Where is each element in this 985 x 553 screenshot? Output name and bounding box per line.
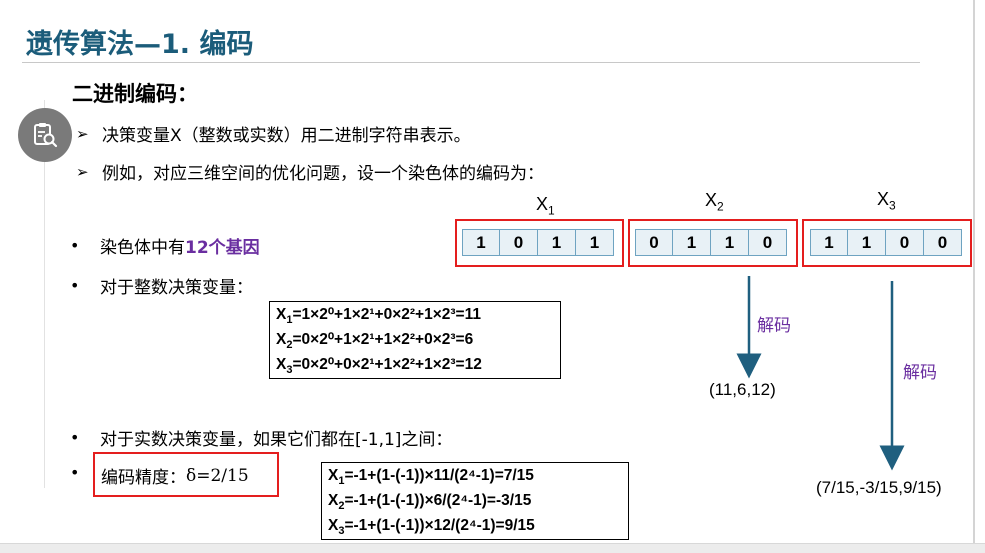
gene-cell: 1 bbox=[673, 229, 711, 256]
integer-formula-box: X1=1×2⁰+1×2¹+0×2²+1×2³=11 X2=0×2⁰+1×2¹+1… bbox=[269, 301, 561, 379]
chromosome-label-3: X3 bbox=[877, 189, 896, 213]
chromosome-label-1: X1 bbox=[536, 194, 555, 218]
chromosome-box-2 bbox=[628, 219, 798, 267]
bullet-dot: • bbox=[70, 463, 80, 482]
gene-cell: 0 bbox=[635, 229, 673, 256]
arrow-bullet-2: ➢ 例如，对应三维空间的优化问题，设一个染色体的编码为： bbox=[76, 159, 544, 185]
gene-row-3: 1 1 0 0 bbox=[810, 229, 962, 256]
genes-prefix: 染色体中有 bbox=[100, 238, 185, 258]
gene-cell: 1 bbox=[848, 229, 886, 256]
gene-cell: 1 bbox=[576, 229, 614, 256]
bullet-real-text: 对于实数决策变量，如果它们都在[-1,1]之间： bbox=[100, 430, 453, 450]
left-guide-line bbox=[44, 100, 45, 488]
section-subtitle: 二进制编码： bbox=[72, 82, 198, 106]
bullet-dot: • bbox=[70, 276, 80, 295]
slide-bottom-band bbox=[0, 543, 985, 553]
formula-line: X1=-1+(1-(-1))×11/(2⁴-1)=7/15 bbox=[328, 467, 534, 488]
decode-label-real: 解码 bbox=[903, 363, 937, 383]
chromosome-box-3 bbox=[802, 219, 972, 267]
real-result: (7/15,-3/15,9/15) bbox=[816, 478, 942, 497]
arrow-bullet-text: 例如，对应三维空间的优化问题，设一个染色体的编码为： bbox=[102, 164, 544, 184]
decode-label-integer: 解码 bbox=[757, 316, 791, 336]
formula-line: X1=1×2⁰+1×2¹+0×2²+1×2³=11 bbox=[276, 306, 481, 327]
bullet-integer: • 对于整数决策变量： bbox=[70, 273, 253, 298]
arrow-bullet-1: ➢ 决策变量X（整数或实数）用二进制字符串表示。 bbox=[76, 121, 471, 147]
integer-result: (11,6,12) bbox=[709, 380, 776, 399]
precision-highlight-box bbox=[93, 452, 279, 497]
slide-right-edge bbox=[973, 0, 975, 552]
chromosome-label-2: X2 bbox=[705, 190, 724, 214]
gene-cell: 0 bbox=[749, 229, 787, 256]
bullet-precision: • bbox=[70, 463, 100, 482]
gene-cell: 1 bbox=[538, 229, 576, 256]
gene-cell: 0 bbox=[924, 229, 962, 256]
formula-line: X3=0×2⁰+0×2¹+1×2²+1×2³=12 bbox=[276, 356, 482, 377]
bullet-dot: • bbox=[70, 428, 80, 447]
real-formula-box: X1=-1+(1-(-1))×11/(2⁴-1)=7/15 X2=-1+(1-(… bbox=[321, 462, 629, 540]
formula-line: X3=-1+(1-(-1))×12/(2⁴-1)=9/15 bbox=[328, 517, 535, 538]
gene-cell: 1 bbox=[711, 229, 749, 256]
bullet-genes: • 染色体中有 12个基因 bbox=[70, 233, 260, 258]
gene-cell: 1 bbox=[810, 229, 848, 256]
bullet-real: • 对于实数决策变量，如果它们都在[-1,1]之间： bbox=[70, 425, 452, 450]
bullet-integer-text: 对于整数决策变量： bbox=[100, 278, 253, 298]
title-divider bbox=[22, 62, 920, 63]
formula-line: X2=0×2⁰+1×2¹+1×2²+0×2³=6 bbox=[276, 331, 474, 352]
gene-cell: 0 bbox=[886, 229, 924, 256]
bullet-dot: • bbox=[70, 236, 80, 255]
page-title: 遗传算法—1. 编码 bbox=[26, 29, 254, 60]
genes-highlight: 12个基因 bbox=[185, 238, 260, 258]
arrow-bullet-icon: ➢ bbox=[76, 124, 89, 143]
arrow-bullet-text: 决策变量X（整数或实数）用二进制字符串表示。 bbox=[102, 126, 471, 146]
precision-label: 编码精度： bbox=[101, 468, 186, 488]
clipboard-search-icon bbox=[18, 108, 72, 162]
gene-row-1: 1 0 1 1 bbox=[462, 229, 614, 256]
precision-value: δ=2/15 bbox=[186, 465, 249, 486]
formula-line: X2=-1+(1-(-1))×6/(2⁴-1)=-3/15 bbox=[328, 492, 532, 513]
chromosome-box-1 bbox=[455, 219, 624, 267]
gene-cell: 0 bbox=[500, 229, 538, 256]
precision-text: 编码精度： δ=2/15 bbox=[101, 463, 249, 489]
gene-row-2: 0 1 1 0 bbox=[635, 229, 787, 256]
arrow-bullet-icon: ➢ bbox=[76, 162, 89, 181]
gene-cell: 1 bbox=[462, 229, 500, 256]
